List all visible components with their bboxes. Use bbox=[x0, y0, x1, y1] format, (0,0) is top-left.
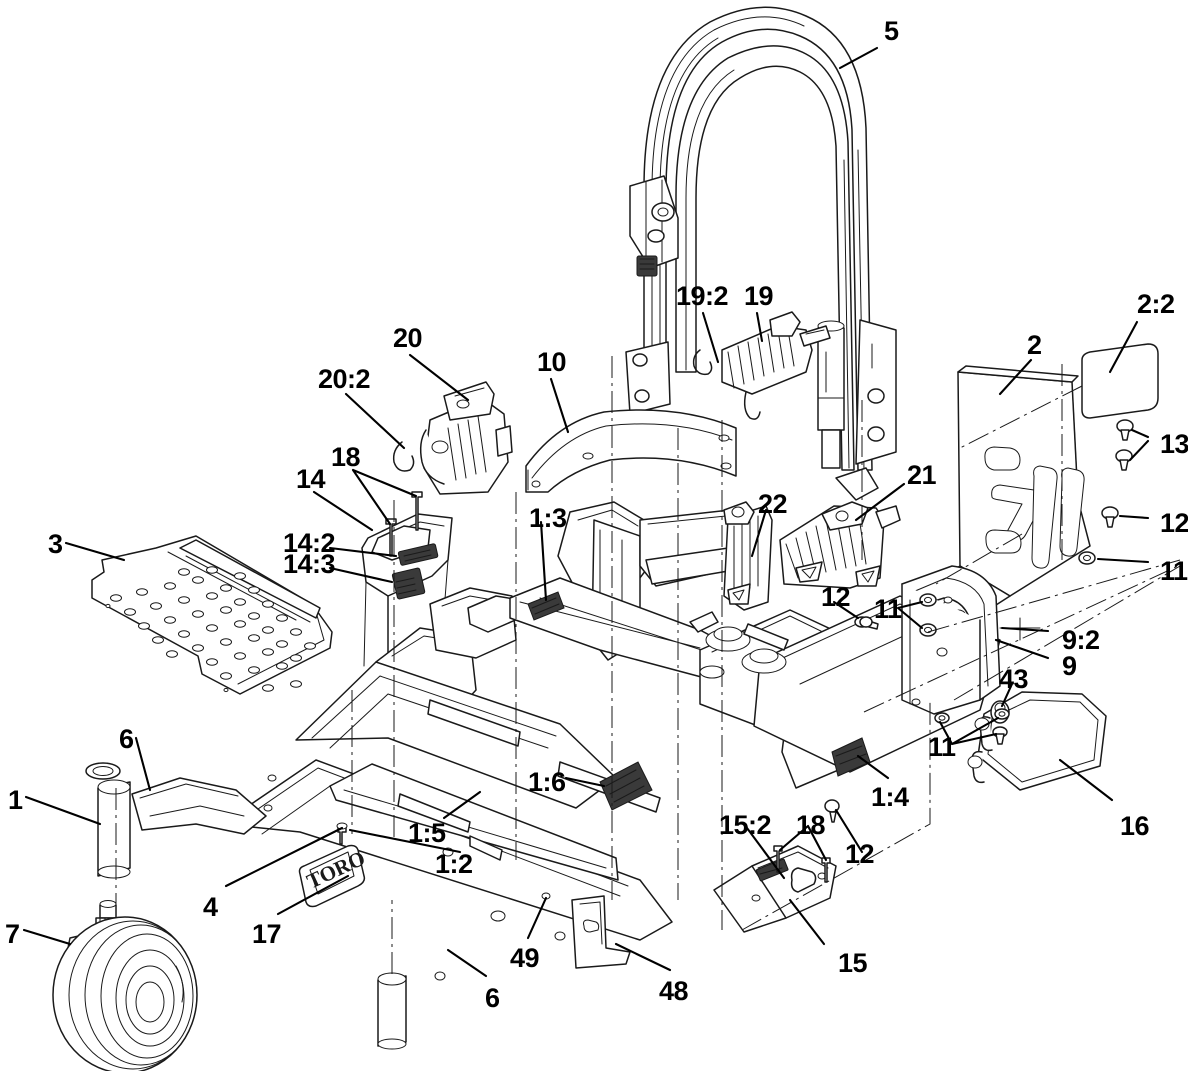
callout-2-2[interactable]: 2:2 bbox=[1137, 289, 1175, 319]
callout-3[interactable]: 3 bbox=[48, 529, 63, 559]
callout-22[interactable]: 22 bbox=[758, 489, 788, 519]
callout-6[interactable]: 6 bbox=[119, 724, 134, 754]
callout-9-2[interactable]: 9:2 bbox=[1062, 625, 1100, 655]
left-control-cover-part bbox=[392, 381, 513, 495]
callout-1-4[interactable]: 1:4 bbox=[871, 782, 909, 812]
callout-14-3[interactable]: 14:3 bbox=[283, 549, 336, 579]
callout-14-2[interactable]: 14:2 bbox=[283, 528, 336, 558]
rops-roll-bar-part bbox=[625, 6, 897, 501]
callout-43[interactable]: 43 bbox=[999, 664, 1029, 694]
callout-4[interactable]: 4 bbox=[203, 892, 218, 922]
callout-1-3[interactable]: 1:3 bbox=[529, 503, 567, 533]
callout-15-2[interactable]: 15:2 bbox=[719, 810, 772, 840]
callout-16[interactable]: 16 bbox=[1120, 811, 1150, 841]
callout-1-6[interactable]: 1:6 bbox=[528, 767, 566, 797]
callout-48[interactable]: 48 bbox=[659, 976, 689, 1006]
callout-11[interactable]: 11 bbox=[928, 732, 956, 762]
callout-1[interactable]: 1 bbox=[8, 785, 23, 815]
step-pan-part bbox=[967, 691, 1107, 791]
callout-12[interactable]: 12 bbox=[845, 839, 875, 869]
callout-10[interactable]: 10 bbox=[537, 347, 567, 377]
callout-1-2[interactable]: 1:2 bbox=[435, 849, 473, 879]
callout-15[interactable]: 15 bbox=[838, 948, 868, 978]
deflector-plate-part bbox=[541, 892, 631, 969]
caster-wheel-part bbox=[52, 900, 198, 1071]
right-control-cover-part bbox=[779, 501, 901, 589]
phantom-centerlines bbox=[115, 356, 1181, 974]
callout-12[interactable]: 12 bbox=[1160, 508, 1188, 538]
callout-1-5[interactable]: 1:5 bbox=[408, 818, 446, 848]
rops-latch-part bbox=[692, 311, 831, 420]
perforated-footplate-part bbox=[91, 535, 333, 695]
callout-19-2[interactable]: 19:2 bbox=[676, 281, 729, 311]
callout-9[interactable]: 9 bbox=[1062, 651, 1077, 681]
callout-14[interactable]: 14 bbox=[296, 464, 326, 494]
callout-12[interactable]: 12 bbox=[821, 582, 851, 612]
callout-17[interactable]: 17 bbox=[252, 919, 282, 949]
callout-18[interactable]: 18 bbox=[331, 442, 361, 472]
right-side-shield-part bbox=[875, 343, 1159, 651]
callout-13[interactable]: 13 bbox=[1160, 429, 1188, 459]
callout-20[interactable]: 20 bbox=[393, 323, 423, 353]
callout-7[interactable]: 7 bbox=[5, 919, 20, 949]
callout-21[interactable]: 21 bbox=[907, 460, 937, 490]
leader-lines bbox=[22, 46, 1150, 978]
callout-5[interactable]: 5 bbox=[884, 16, 899, 46]
callout-18[interactable]: 18 bbox=[796, 810, 826, 840]
fender-panel-part bbox=[525, 409, 737, 493]
callout-11[interactable]: 11 bbox=[1160, 556, 1188, 586]
callout-20-2[interactable]: 20:2 bbox=[318, 364, 371, 394]
callout-19[interactable]: 19 bbox=[744, 281, 774, 311]
callout-2[interactable]: 2 bbox=[1027, 330, 1042, 360]
callout-49[interactable]: 49 bbox=[510, 943, 540, 973]
callout-6[interactable]: 6 bbox=[485, 983, 500, 1013]
callout-11[interactable]: 11 bbox=[874, 594, 902, 624]
battery-tray-part bbox=[713, 845, 837, 933]
